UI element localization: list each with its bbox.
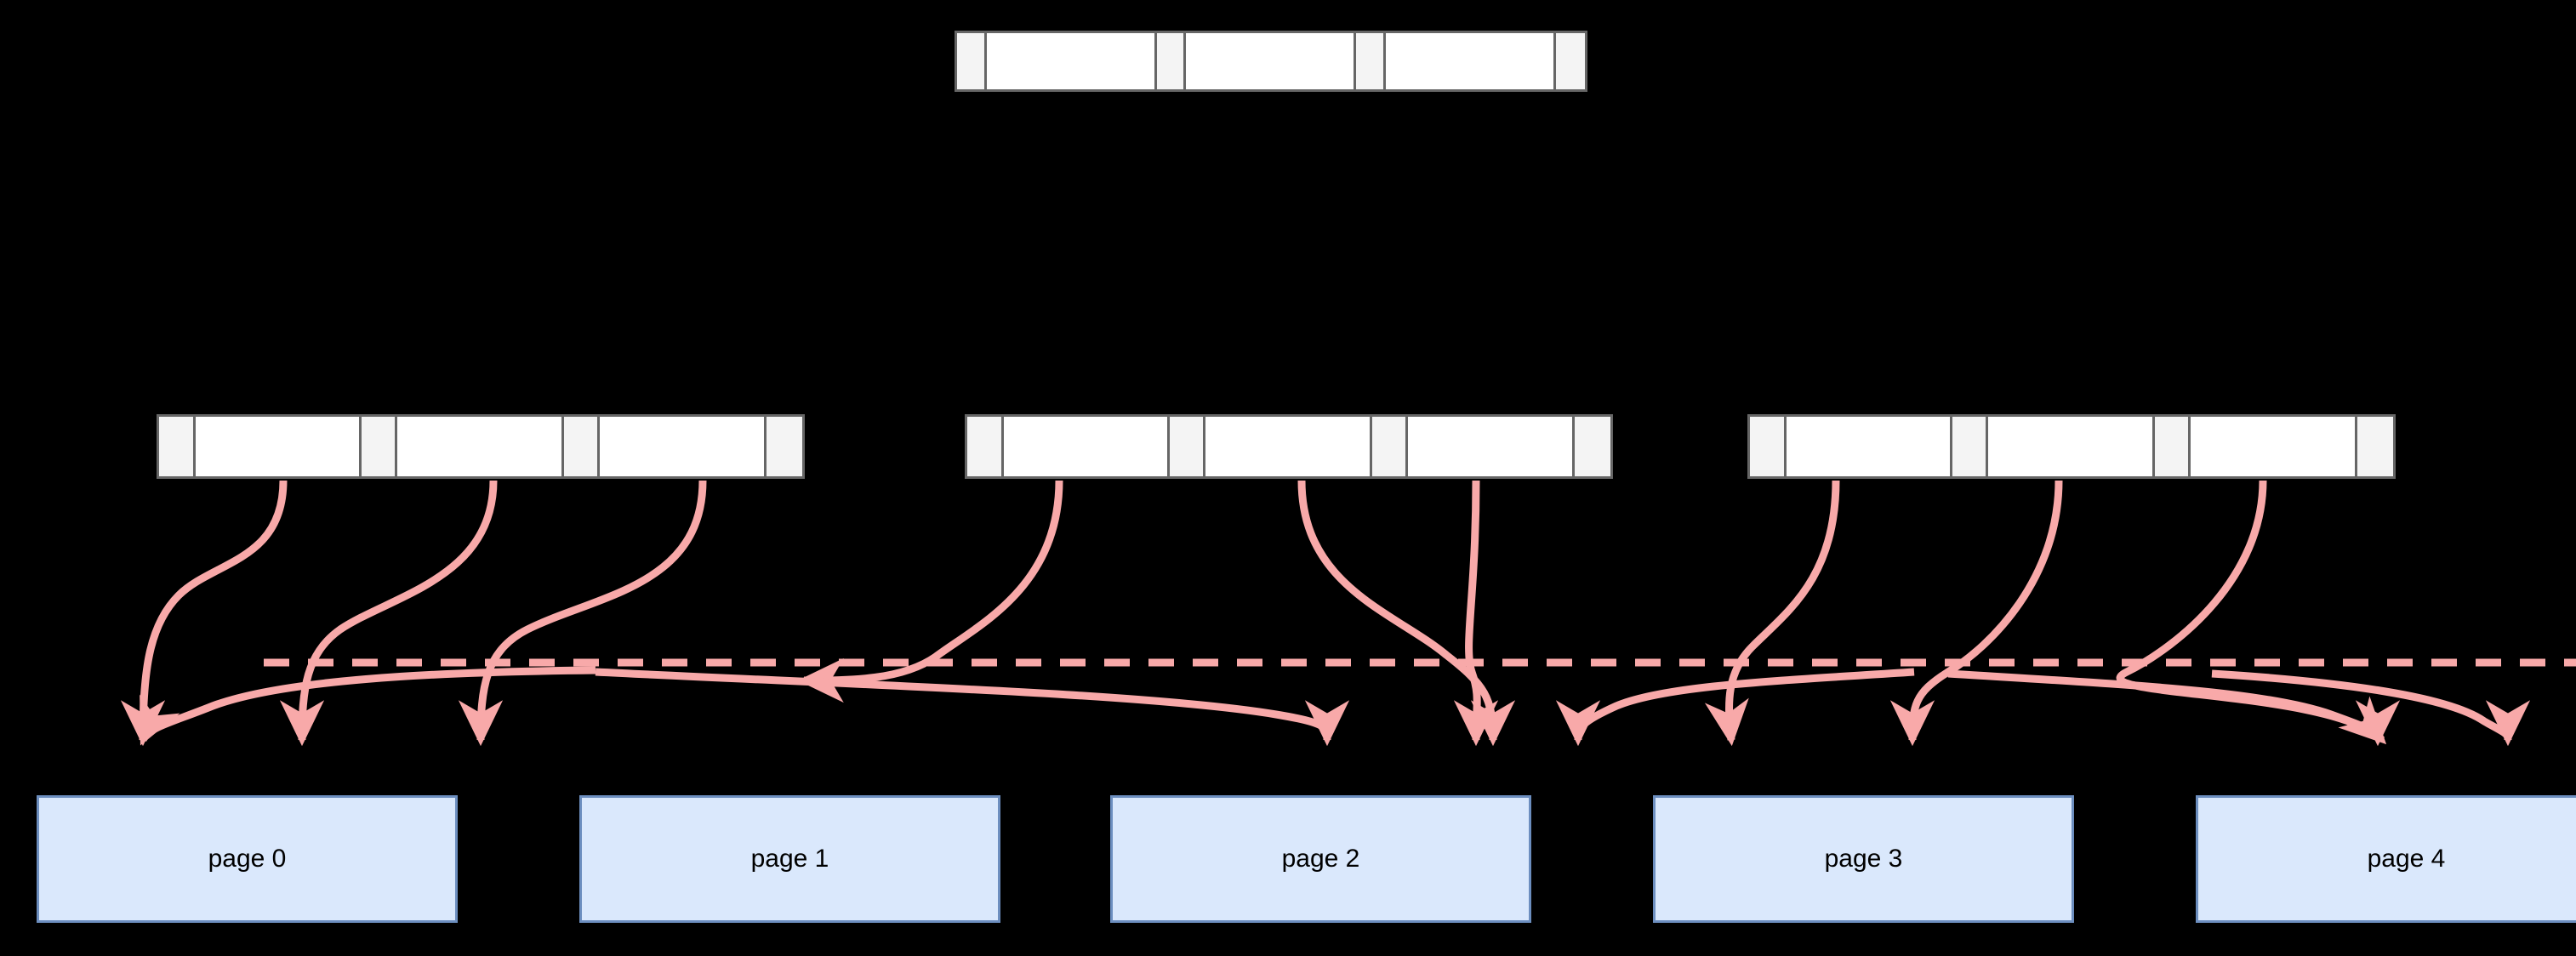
root-node[interactable]	[955, 31, 1587, 92]
page-box-label: page 0	[208, 845, 287, 873]
root-key-cell-5[interactable]	[1386, 33, 1556, 89]
leaf1-key-cell-1[interactable]	[1003, 417, 1170, 476]
root-pointer-cell-4[interactable]	[1356, 33, 1386, 89]
page-box-2[interactable]: page 2	[1110, 795, 1531, 923]
root-key-cell-3[interactable]	[1186, 33, 1357, 89]
root-pointer-cell-6[interactable]	[1555, 33, 1586, 89]
leaf2-key-cell-5[interactable]	[2191, 417, 2357, 476]
leaf-node-0[interactable]	[157, 414, 805, 479]
edge-leaf1-ptr2-to-page2	[1297, 480, 1516, 747]
page-box-label: page 3	[1824, 845, 1903, 873]
leaf0-key-cell-1[interactable]	[195, 417, 362, 476]
edge-leaf0-ptr1-to-page0	[120, 480, 288, 747]
root-key-cell-1[interactable]	[986, 33, 1157, 89]
edge-leaf2-ptr3-to-page4	[2116, 480, 2387, 745]
leaf0-key-cell-3[interactable]	[397, 417, 564, 476]
leaf1-key-cell-3[interactable]	[1205, 417, 1372, 476]
leaf0-pointer-cell-4[interactable]	[563, 417, 601, 476]
leaf1-key-cell-5[interactable]	[1408, 417, 1575, 476]
edge-leaf0-ptr3-to-page1	[458, 480, 707, 747]
page-box-1[interactable]: page 1	[579, 795, 1000, 923]
page-box-label: page 2	[1281, 845, 1360, 873]
leaf1-pointer-cell-0[interactable]	[967, 417, 1004, 476]
edge-dashed-to-page0-tail	[139, 666, 596, 746]
leaf0-pointer-cell-2[interactable]	[361, 417, 398, 476]
leaf2-pointer-cell-4[interactable]	[2154, 417, 2191, 476]
edge-leaf2-ptr1-to-page3	[1704, 480, 1840, 747]
root-pointer-cell-0[interactable]	[957, 33, 987, 89]
leaf2-key-cell-3[interactable]	[1988, 417, 2155, 476]
leaf1-pointer-cell-2[interactable]	[1169, 417, 1206, 476]
leaf-node-2[interactable]	[1747, 414, 2396, 479]
edge-dashed-to-page4b	[2211, 669, 2531, 747]
edge-leaf1-ptr3-to-page2	[1453, 480, 1499, 747]
page-box-0[interactable]: page 0	[37, 795, 458, 923]
edge-dashed-to-page2	[595, 668, 1350, 747]
edge-leaf1-ptr1-to-page1	[797, 480, 1063, 703]
leaf2-pointer-cell-6[interactable]	[2357, 417, 2394, 476]
leaf2-key-cell-1[interactable]	[1786, 417, 1952, 476]
leaf0-pointer-cell-6[interactable]	[766, 417, 803, 476]
leaf-node-1[interactable]	[965, 414, 1613, 479]
leaf2-pointer-cell-0[interactable]	[1750, 417, 1787, 476]
leaf0-pointer-cell-0[interactable]	[159, 417, 196, 476]
edge-dashed-to-page4a	[1947, 669, 2401, 747]
edge-leaf0-ptr2-to-page1	[279, 480, 498, 747]
leaf1-pointer-cell-6[interactable]	[1574, 417, 1611, 476]
root-pointer-cell-2[interactable]	[1156, 33, 1187, 89]
leaf2-pointer-cell-2[interactable]	[1952, 417, 1989, 476]
leaf1-pointer-cell-4[interactable]	[1371, 417, 1409, 476]
edge-dashed-to-page3	[1555, 668, 1915, 747]
page-box-label: page 1	[750, 845, 829, 873]
page-box-3[interactable]: page 3	[1653, 795, 2074, 923]
page-box-label: page 4	[2367, 845, 2446, 873]
page-box-4[interactable]: page 4	[2196, 795, 2576, 923]
leaf0-key-cell-5[interactable]	[600, 417, 767, 476]
edge-leaf2-ptr2-to-page3	[1889, 480, 2063, 747]
